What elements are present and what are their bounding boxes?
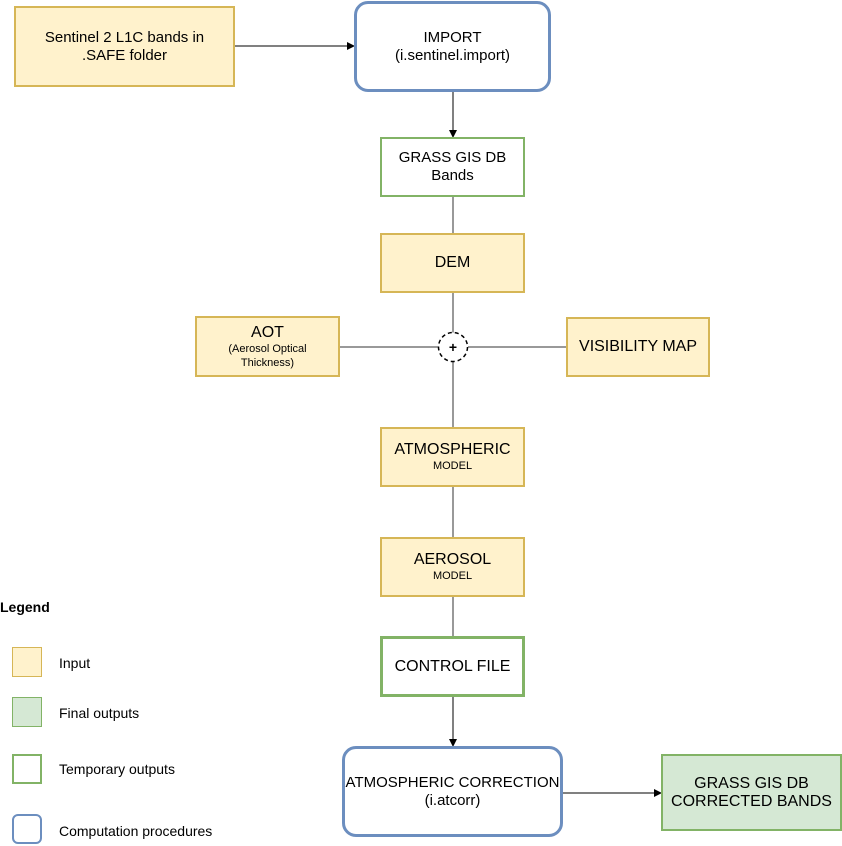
node-corrected-bands: GRASS GIS DB CORRECTED BANDS: [661, 754, 842, 831]
node-corrected-line1: GRASS GIS DB: [694, 774, 809, 792]
node-control-file: CONTROL FILE: [380, 636, 525, 697]
node-aerosol-label: AEROSOL: [413, 551, 492, 568]
node-atmospheric-label: ATMOSPHERIC: [394, 441, 511, 458]
node-sentinel-line1: Sentinel 2 L1C bands in: [44, 28, 205, 46]
node-atcorr-line2: (i.atcorr): [424, 791, 481, 809]
node-aerosol-model: AEROSOL MODEL: [380, 537, 525, 597]
node-import-procedure: IMPORT (i.sentinel.import): [354, 1, 551, 92]
node-aerosol-sub: MODEL: [432, 570, 473, 582]
node-visibility-map: VISIBILITY MAP: [566, 317, 710, 377]
legend-label-input: Input: [59, 655, 91, 671]
node-aot-sub1: (Aerosol Optical: [228, 342, 307, 355]
junction-node: [437, 331, 469, 363]
legend-label-temporary: Temporary outputs: [59, 761, 175, 777]
node-grass-bands: GRASS GIS DB Bands: [380, 137, 525, 197]
node-atcorr-procedure: ATMOSPHERIC CORRECTION (i.atcorr): [342, 746, 563, 837]
legend-swatch-final: [12, 697, 42, 727]
node-aot-sub2: Thickness): [240, 356, 295, 369]
node-atcorr-line1: ATMOSPHERIC CORRECTION: [345, 773, 560, 791]
node-grass-bands-line2: Bands: [431, 167, 474, 184]
legend-swatch-input: [12, 647, 42, 677]
node-aot: AOT (Aerosol Optical Thickness): [195, 316, 340, 377]
junction-symbol: +: [449, 339, 457, 355]
node-import-line2: (i.sentinel.import): [394, 46, 511, 64]
node-control-file-label: CONTROL FILE: [394, 657, 511, 675]
node-sentinel-line2: .SAFE folder: [81, 46, 168, 64]
legend-swatch-temporary: [12, 754, 42, 784]
legend-swatch-procedure: [12, 814, 42, 844]
node-aot-label: AOT: [251, 323, 284, 341]
node-atmospheric-sub: MODEL: [432, 460, 473, 472]
node-atmospheric-model: ATMOSPHERIC MODEL: [380, 427, 525, 487]
node-corrected-line2: CORRECTED BANDS: [671, 792, 832, 810]
node-grass-bands-line1: GRASS GIS DB: [398, 149, 507, 166]
legend-label-procedure: Computation procedures: [59, 823, 213, 839]
node-sentinel-input: Sentinel 2 L1C bands in .SAFE folder: [14, 6, 235, 87]
node-dem-label: DEM: [434, 254, 471, 271]
node-dem: DEM: [380, 233, 525, 293]
node-import-line1: IMPORT: [423, 28, 482, 46]
legend-label-final: Final outputs: [59, 705, 140, 721]
node-visibility-label: VISIBILITY MAP: [579, 338, 697, 355]
legend-title: Legend: [0, 599, 50, 615]
